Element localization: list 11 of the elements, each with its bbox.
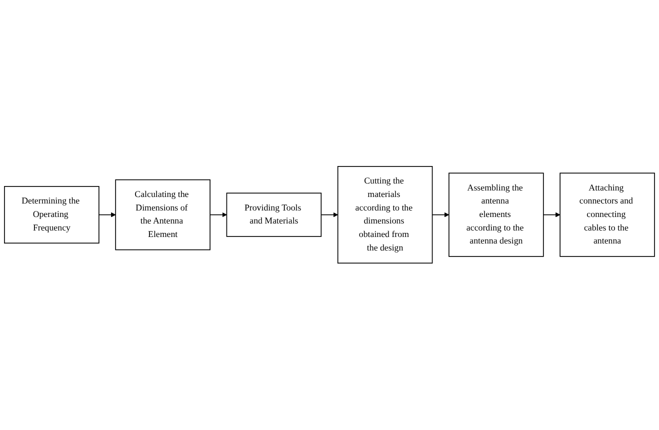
arrow	[432, 212, 450, 218]
arrow	[98, 212, 116, 218]
arrow	[320, 212, 338, 218]
node-box: Attaching connectors and connecting cables to the antenna	[560, 172, 655, 258]
arrow	[542, 212, 560, 218]
node-box: Providing Tools and Materials	[226, 192, 322, 238]
node-box: Cutting the materials according to the dimensions obtained from the design	[337, 166, 433, 264]
node-box: Calculating the Dimensions of the Antenna Element	[115, 180, 210, 250]
arrow	[210, 212, 227, 218]
node-box: Assembling the antenna elements according to the antenna design	[448, 172, 544, 258]
node-box: Determining the Operating Frequency	[4, 186, 100, 244]
